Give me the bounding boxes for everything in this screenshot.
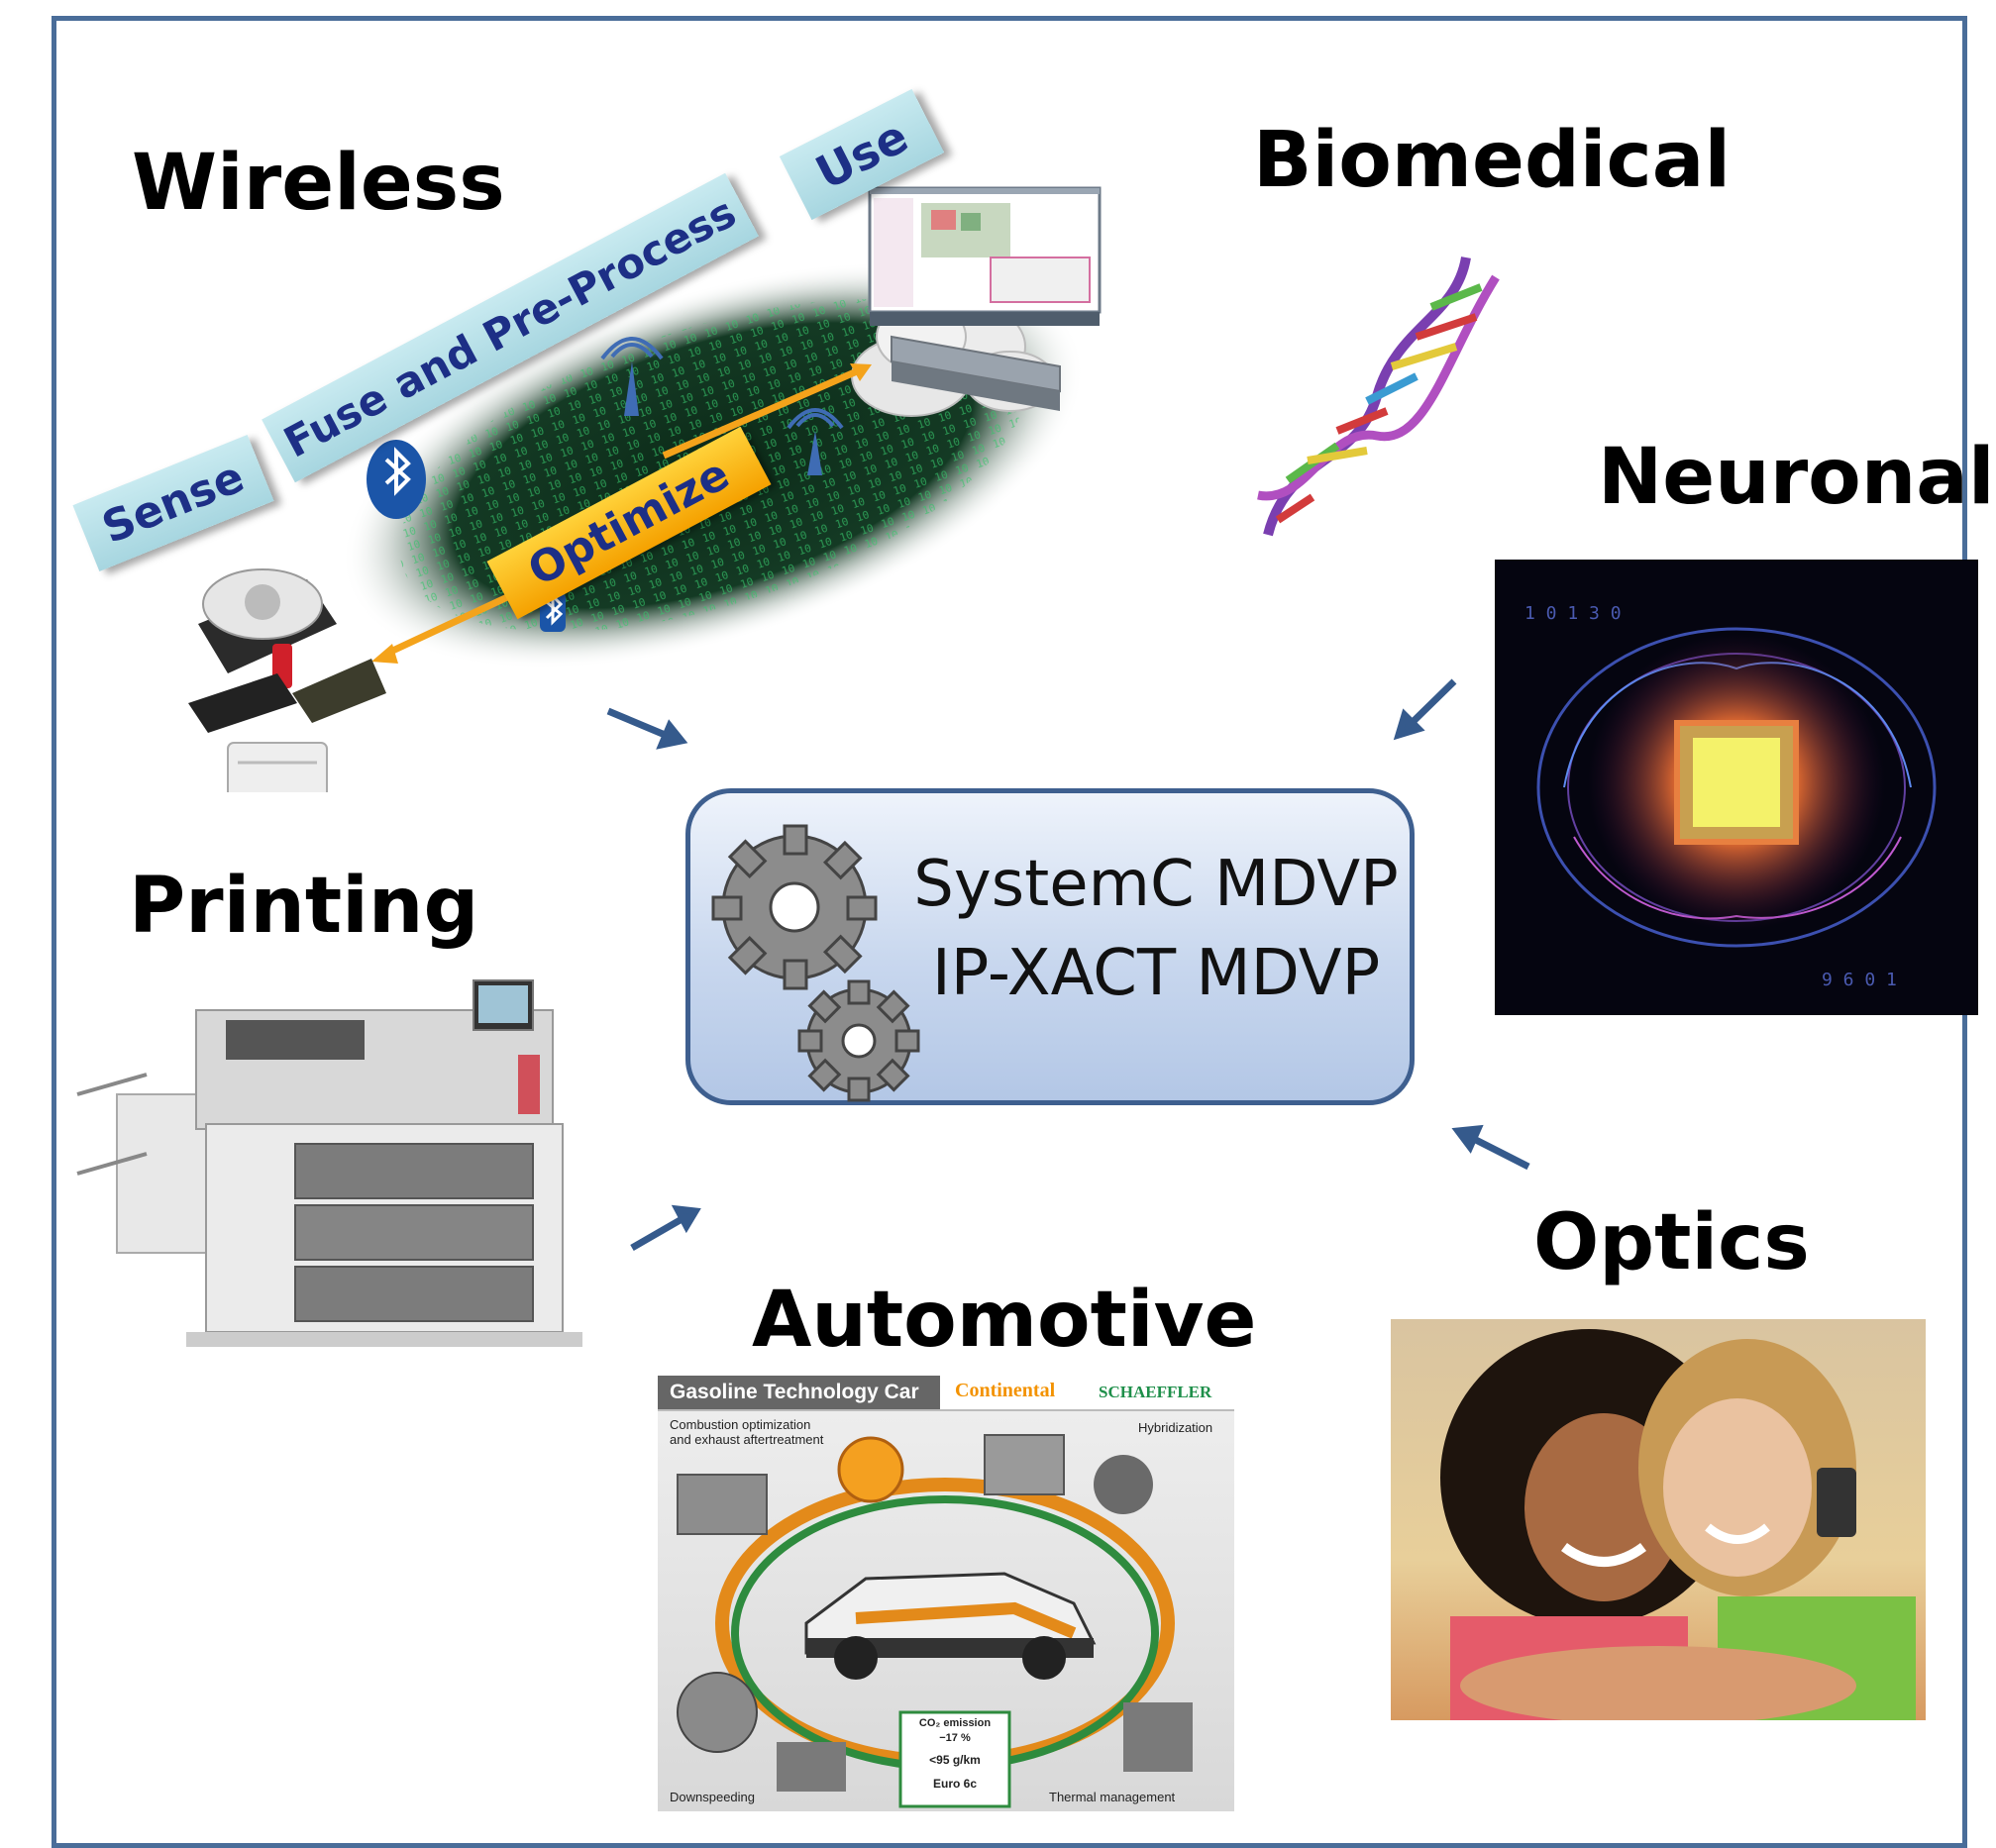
- svg-text:1 0 1 3 0: 1 0 1 3 0: [1524, 603, 1622, 624]
- title-automotive: Automotive: [752, 1276, 1257, 1365]
- dna-illustration: [1218, 238, 1516, 555]
- center-line-ipxact: IP-XACT MDVP: [931, 937, 1381, 1010]
- automotive-header: Gasoline Technology Car Continental SCHA…: [658, 1376, 1234, 1411]
- caption-thermal: Thermal management: [1049, 1790, 1176, 1804]
- wireless-illustration: 10: [69, 40, 1119, 803]
- co2-label-1: CO₂ emission: [918, 1717, 992, 1729]
- wifi-tower-icon: [787, 408, 844, 475]
- svg-text:9 6 0 1: 9 6 0 1: [1822, 970, 1897, 990]
- center-platform-box: SystemC MDVP IP-XACT MDVP: [685, 788, 1415, 1105]
- printer-icon: [76, 979, 582, 1347]
- neuronal-image: 1 0 1 3 0 9 6 0 1: [1495, 560, 1978, 1015]
- brand-schaeffler: SCHAEFFLER: [1099, 1383, 1212, 1401]
- caption-hybridization: Hybridization: [1138, 1420, 1213, 1435]
- co2-label-3: <95 g/km: [929, 1753, 981, 1767]
- brain-chip-icon: 1 0 1 3 0 9 6 0 1: [1524, 603, 1937, 990]
- optics-photo: [1391, 1319, 1926, 1720]
- dna-helix-icon: [1257, 257, 1500, 537]
- caption-downspeeding: Downspeeding: [670, 1790, 756, 1804]
- title-printing: Printing: [129, 862, 479, 951]
- title-wireless: Wireless: [132, 139, 505, 228]
- printer-image: [67, 975, 622, 1357]
- title-optics: Optics: [1533, 1198, 1810, 1287]
- wifi-tower-icon: [600, 337, 664, 416]
- automotive-infographic: Gasoline Technology Car Continental SCHA…: [658, 1376, 1234, 1811]
- brand-continental: Continental: [955, 1380, 1056, 1401]
- center-line-systemc: SystemC MDVP: [913, 848, 1399, 921]
- arrow-to-cloud: [662, 367, 859, 460]
- car-graphic: [677, 1434, 1193, 1808]
- co2-label-4: Euro 6c: [932, 1777, 977, 1791]
- wireless-graphics: 10: [188, 186, 1102, 803]
- caption-combustion-2: and exhaust aftertreatment: [670, 1432, 824, 1447]
- automotive-header-title: Gasoline Technology Car: [658, 1376, 940, 1409]
- co2-label-2: −17 %: [939, 1732, 971, 1744]
- title-neuronal: Neuronal: [1598, 433, 1995, 522]
- caption-combustion-1: Combustion optimization: [670, 1417, 811, 1432]
- title-biomedical: Biomedical: [1253, 116, 1732, 205]
- gears-icon: [711, 824, 920, 1102]
- people-photo-icon: [1440, 1329, 1916, 1720]
- monitor-icon: [868, 186, 1102, 326]
- server-icon: [891, 335, 1061, 411]
- sensor-devices: [188, 568, 386, 803]
- bluetooth-icon: [367, 440, 426, 519]
